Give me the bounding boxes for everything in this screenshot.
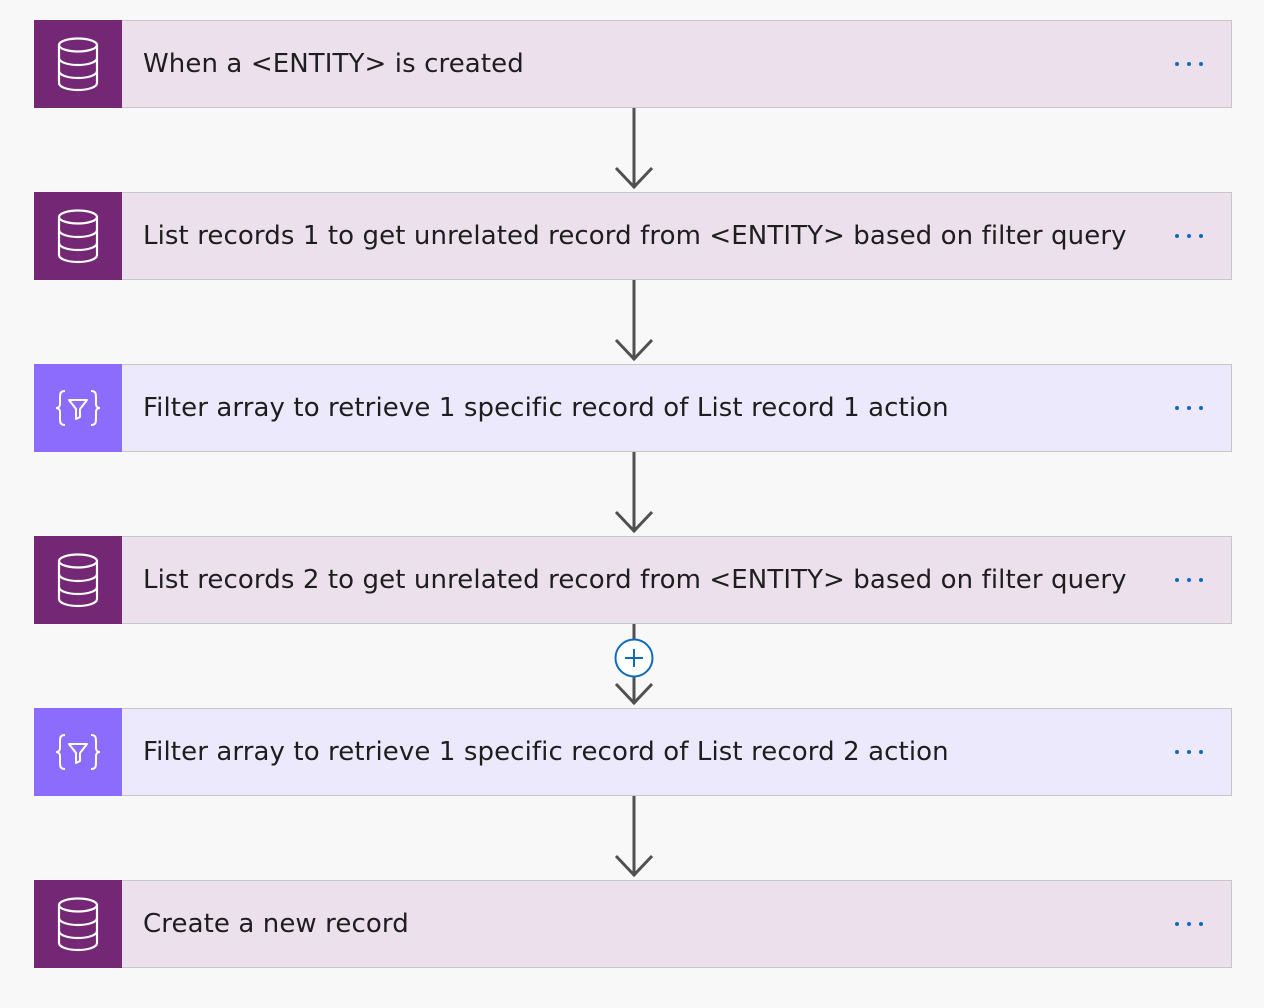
ellipsis-icon (1175, 62, 1179, 66)
insert-step-button[interactable] (614, 638, 654, 678)
step-card-filter-array-2[interactable]: Filter array to retrieve 1 specific reco… (34, 707, 1232, 796)
step-title: When a <ENTITY> is created (143, 49, 524, 79)
ellipsis-dot (1187, 406, 1191, 410)
step-card-create-record[interactable]: Create a new record (34, 879, 1232, 968)
more-options-button[interactable] (1159, 44, 1219, 84)
step-title: Create a new record (143, 909, 409, 939)
step-card-trigger[interactable]: When a <ENTITY> is created (34, 19, 1232, 108)
ellipsis-dot (1199, 62, 1203, 66)
ellipsis-dot (1199, 234, 1203, 238)
filter-array-icon (34, 363, 122, 452)
connector-arrow (612, 280, 656, 362)
step-title: Filter array to retrieve 1 specific reco… (143, 737, 949, 767)
ellipsis-icon (1175, 406, 1179, 410)
ellipsis-dot (1187, 578, 1191, 582)
ellipsis-dot (1199, 922, 1203, 926)
connector-arrow (612, 108, 656, 190)
ellipsis-dot (1187, 234, 1191, 238)
step-card-filter-array-1[interactable]: Filter array to retrieve 1 specific reco… (34, 363, 1232, 452)
step-title: List records 2 to get unrelated record f… (143, 565, 1127, 595)
ellipsis-dot (1187, 62, 1191, 66)
plus-circle-icon (614, 638, 654, 678)
ellipsis-dot (1187, 750, 1191, 754)
ellipsis-icon (1175, 922, 1179, 926)
step-card-list-records-2[interactable]: List records 2 to get unrelated record f… (34, 535, 1232, 624)
ellipsis-dot (1187, 922, 1191, 926)
ellipsis-icon (1175, 234, 1179, 238)
filter-array-icon (34, 707, 122, 796)
ellipsis-dot (1199, 406, 1203, 410)
database-icon (34, 535, 122, 624)
more-options-button[interactable] (1159, 216, 1219, 256)
database-icon (34, 191, 122, 280)
ellipsis-icon (1175, 750, 1179, 754)
step-card-list-records-1[interactable]: List records 1 to get unrelated record f… (34, 191, 1232, 280)
connector-arrow (612, 452, 656, 534)
database-icon (34, 879, 122, 968)
database-icon (34, 19, 122, 108)
more-options-button[interactable] (1159, 904, 1219, 944)
more-options-button[interactable] (1159, 560, 1219, 600)
ellipsis-dot (1199, 750, 1203, 754)
step-title: List records 1 to get unrelated record f… (143, 221, 1127, 251)
connector-arrow (612, 796, 656, 878)
more-options-button[interactable] (1159, 388, 1219, 428)
ellipsis-dot (1199, 578, 1203, 582)
step-title: Filter array to retrieve 1 specific reco… (143, 393, 949, 423)
ellipsis-icon (1175, 578, 1179, 582)
more-options-button[interactable] (1159, 732, 1219, 772)
